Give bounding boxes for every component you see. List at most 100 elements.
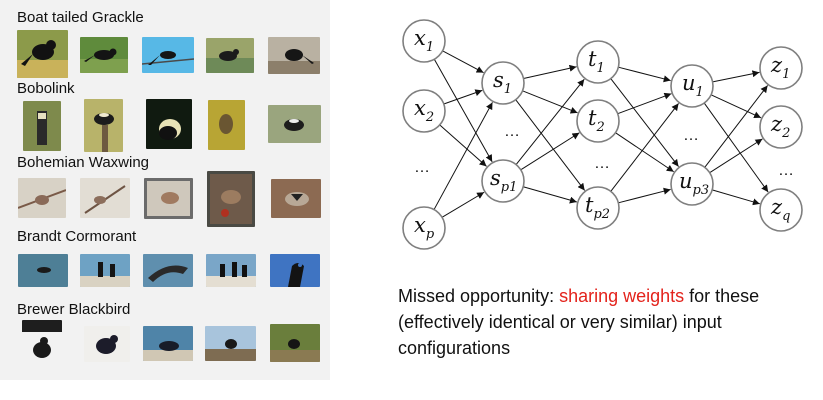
node-u-1: u1: [670, 64, 714, 108]
species-label-cormorant: Brandt Cormorant: [17, 228, 137, 245]
edge-l2-2-1: [618, 187, 671, 204]
cormorant-photo-2: [80, 254, 130, 287]
node-circle: [759, 46, 803, 90]
caption-after: for these (effectively identical or very…: [398, 286, 760, 358]
network-edges: [433, 50, 769, 218]
grackle-photo-5: [268, 37, 320, 74]
species-label-bobolink: Bobolink: [17, 80, 75, 97]
edge-l0-2-0: [433, 102, 493, 210]
node-x-p: xp: [402, 206, 446, 250]
node-subscript: 2: [425, 110, 434, 125]
blackbird-photo-3: [143, 326, 193, 361]
node-s-1: s1: [481, 61, 525, 105]
species-label-waxwing: Bohemian Waxwing: [17, 154, 150, 171]
node-t-p2: tp2: [576, 186, 620, 230]
grackle-photo-2: [80, 37, 128, 73]
edge-l2-1-0: [617, 92, 672, 115]
edge-l0-1-1: [439, 124, 487, 167]
blackbird-photo-2: [84, 326, 130, 362]
edge-l0-0-1: [433, 59, 493, 163]
node-z-q: zq: [759, 188, 803, 232]
node-circle: [402, 19, 446, 63]
edge-l1-1-1: [520, 132, 580, 171]
species-label-blackbird: Brewer Blackbird: [17, 301, 131, 318]
node-u-p3: up3: [670, 162, 714, 206]
edge-l3-0-1: [710, 94, 762, 119]
node-circle: [576, 186, 620, 230]
node-circle: [402, 206, 446, 250]
edge-l2-2-0: [610, 103, 679, 192]
node-circle: [670, 162, 714, 206]
node-subscript: 1: [696, 85, 704, 100]
node-circle: [670, 64, 714, 108]
blackbird-photo-1: [22, 320, 62, 367]
edge-l2-0-1: [610, 78, 679, 167]
edge-l3-0-0: [712, 70, 760, 83]
caption-text: Missed opportunity: sharing weights for …: [398, 283, 808, 361]
node-circle: [576, 99, 620, 143]
node-s-p1: sp1: [481, 159, 525, 203]
node-t-2: t2: [576, 99, 620, 143]
node-circle: [576, 40, 620, 84]
waxwing-photo-4: [207, 171, 255, 227]
edge-l2-0-0: [618, 66, 671, 83]
node-circle: [759, 105, 803, 149]
node-subscript: 1: [504, 82, 512, 97]
grackle-photo-4: [206, 38, 254, 73]
cormorant-photo-3: [143, 254, 193, 287]
bobolink-photo-1: [23, 101, 61, 151]
edge-l0-1-0: [443, 89, 483, 105]
bobolink-photo-4: [208, 100, 245, 150]
node-subscript: p3: [693, 183, 710, 198]
waxwing-photo-2: [80, 178, 130, 218]
ellipsis-4: …: [778, 162, 794, 179]
node-z-2: z2: [759, 105, 803, 149]
cormorant-photo-4: [206, 254, 256, 287]
cormorant-photo-5: [270, 254, 320, 287]
node-circle: [759, 188, 803, 232]
edge-l3-1-2: [712, 189, 761, 206]
cormorant-photo-1: [18, 254, 68, 287]
grackle-photo-1: [17, 30, 68, 78]
network-ellipses: ……………: [414, 123, 794, 179]
edge-l1-0-1: [522, 90, 578, 114]
grackle-photo-3: [142, 37, 194, 73]
ellipsis-2: …: [594, 155, 610, 172]
edge-l2-1-1: [615, 132, 675, 173]
edge-l3-0-2: [703, 102, 769, 193]
waxwing-photo-5: [271, 179, 321, 218]
node-subscript: 2: [595, 120, 604, 135]
edge-l0-2-1: [441, 191, 485, 218]
node-subscript: 1: [782, 67, 790, 82]
blackbird-photo-4: [205, 326, 256, 361]
caption-highlight: sharing weights: [559, 286, 685, 306]
node-subscript: q: [782, 209, 790, 224]
node-subscript: p1: [501, 180, 518, 195]
species-image-panel: Boat tailed Grackle Bobolink Bohemian Wa…: [0, 0, 330, 380]
bobolink-photo-5: [268, 105, 321, 143]
species-label-grackle: Boat tailed Grackle: [17, 9, 144, 26]
bobolink-photo-3: [146, 99, 192, 149]
ellipsis-3: …: [683, 127, 699, 144]
edge-l1-0-2: [515, 99, 586, 191]
node-subscript: 1: [426, 40, 434, 55]
node-t-1: t1: [576, 40, 620, 84]
edge-l3-1-1: [709, 138, 763, 174]
blackbird-photo-5: [270, 324, 320, 362]
node-subscript: p2: [593, 207, 610, 222]
edge-l1-0-0: [523, 64, 577, 79]
node-x-1: x1: [402, 19, 446, 63]
node-subscript: 1: [596, 61, 604, 76]
waxwing-photo-3: [144, 178, 193, 219]
node-subscript: 2: [781, 126, 790, 141]
node-subscript: p: [426, 227, 435, 242]
node-circle: [481, 61, 525, 105]
bobolink-photo-2: [84, 99, 123, 152]
node-circle: [402, 89, 446, 133]
waxwing-photo-1: [18, 178, 66, 218]
node-x-2: x2: [402, 89, 446, 133]
caption-before: Missed opportunity:: [398, 286, 560, 306]
node-circle: [481, 159, 525, 203]
